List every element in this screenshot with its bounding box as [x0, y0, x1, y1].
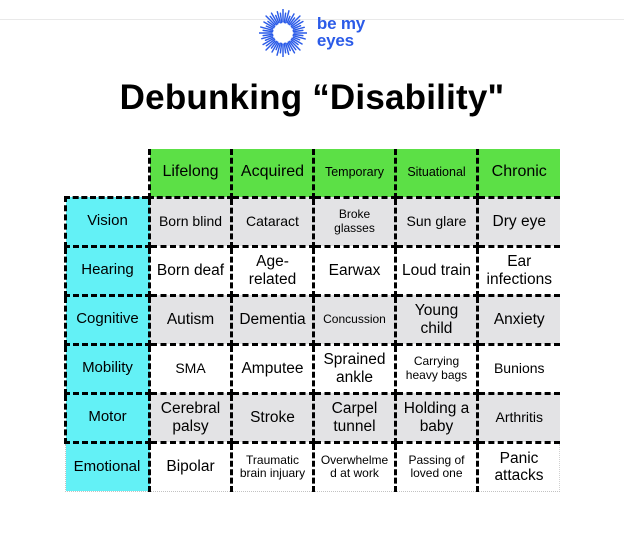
col-header-situational: Situational [394, 149, 479, 199]
sunburst-icon [258, 9, 307, 57]
table-cell-motor-lifelong: Cerebral palsy [148, 391, 233, 444]
table-cell-cognitive-temporary: Concussion [312, 293, 397, 346]
col-header-temporary: Temporary [312, 149, 397, 199]
table-cell-mobility-temporary: Sprained ankle [312, 342, 397, 395]
logo-wordmark: be my eyes [317, 16, 365, 49]
table-cell-hearing-situational: Loud train [394, 244, 479, 297]
row-header-emotional: Emotional [65, 440, 151, 492]
row-header-motor: Motor [64, 391, 151, 444]
table-cell-mobility-situational: Carrying heavy bags [394, 342, 479, 395]
table-cell-motor-temporary: Carpel tunnel [312, 391, 397, 444]
table-cell-vision-situational: Sun glare [394, 195, 479, 248]
row-header-cognitive: Cognitive [64, 293, 151, 346]
row-header-mobility: Mobility [64, 342, 151, 395]
logo-wordmark-line1: be my [316, 14, 366, 34]
row-header-vision: Vision [64, 195, 151, 248]
table-cell-cognitive-lifelong: Autism [148, 293, 233, 346]
table-cell-emotional-situational: Passing of loved one [394, 440, 479, 492]
table-cell-mobility-lifelong: SMA [148, 342, 233, 395]
be-my-eyes-logo: be my eyes [0, 9, 624, 57]
table-cell-motor-chronic: Arthritis [476, 391, 560, 444]
table-cell-hearing-acquired: Age- related [230, 244, 315, 297]
logo-wordmark-line2: eyes [316, 31, 354, 50]
table-cell-vision-lifelong: Born blind [148, 195, 233, 248]
table-cell-emotional-chronic: Panic attacks [476, 440, 560, 492]
table-cell-vision-chronic: Dry eye [476, 195, 560, 248]
table-cell-motor-acquired: Stroke [230, 391, 315, 444]
page-title: Debunking “Disability" [119, 78, 505, 117]
table-cell-mobility-chronic: Bunions [476, 342, 560, 395]
table-cell-vision-acquired: Cataract [230, 195, 315, 248]
table-cell-cognitive-chronic: Anxiety [476, 293, 560, 346]
table-cell-cognitive-situational: Young child [394, 293, 479, 346]
table-cell-hearing-chronic: Ear infections [476, 244, 560, 297]
page-top-divider [0, 19, 624, 20]
row-header-hearing: Hearing [64, 244, 151, 297]
table-cell-vision-temporary: Broke glasses [312, 195, 397, 248]
table-cell-cognitive-acquired: Dementia [230, 293, 315, 346]
corner-cell [65, 149, 150, 197]
col-header-acquired: Acquired [230, 149, 315, 199]
table-cell-motor-situational: Holding a baby [394, 391, 479, 444]
table-cell-emotional-temporary: Overwhelme d at work [312, 440, 397, 492]
col-header-chronic: Chronic [476, 149, 560, 199]
table-cell-emotional-acquired: Traumatic brain injuary [230, 440, 315, 492]
table-cell-hearing-lifelong: Born deaf [148, 244, 233, 297]
table-cell-mobility-acquired: Amputee [230, 342, 315, 395]
table-cell-hearing-temporary: Earwax [312, 244, 397, 297]
col-header-lifelong: Lifelong [148, 149, 233, 199]
table-cell-emotional-lifelong: Bipolar [148, 440, 233, 492]
